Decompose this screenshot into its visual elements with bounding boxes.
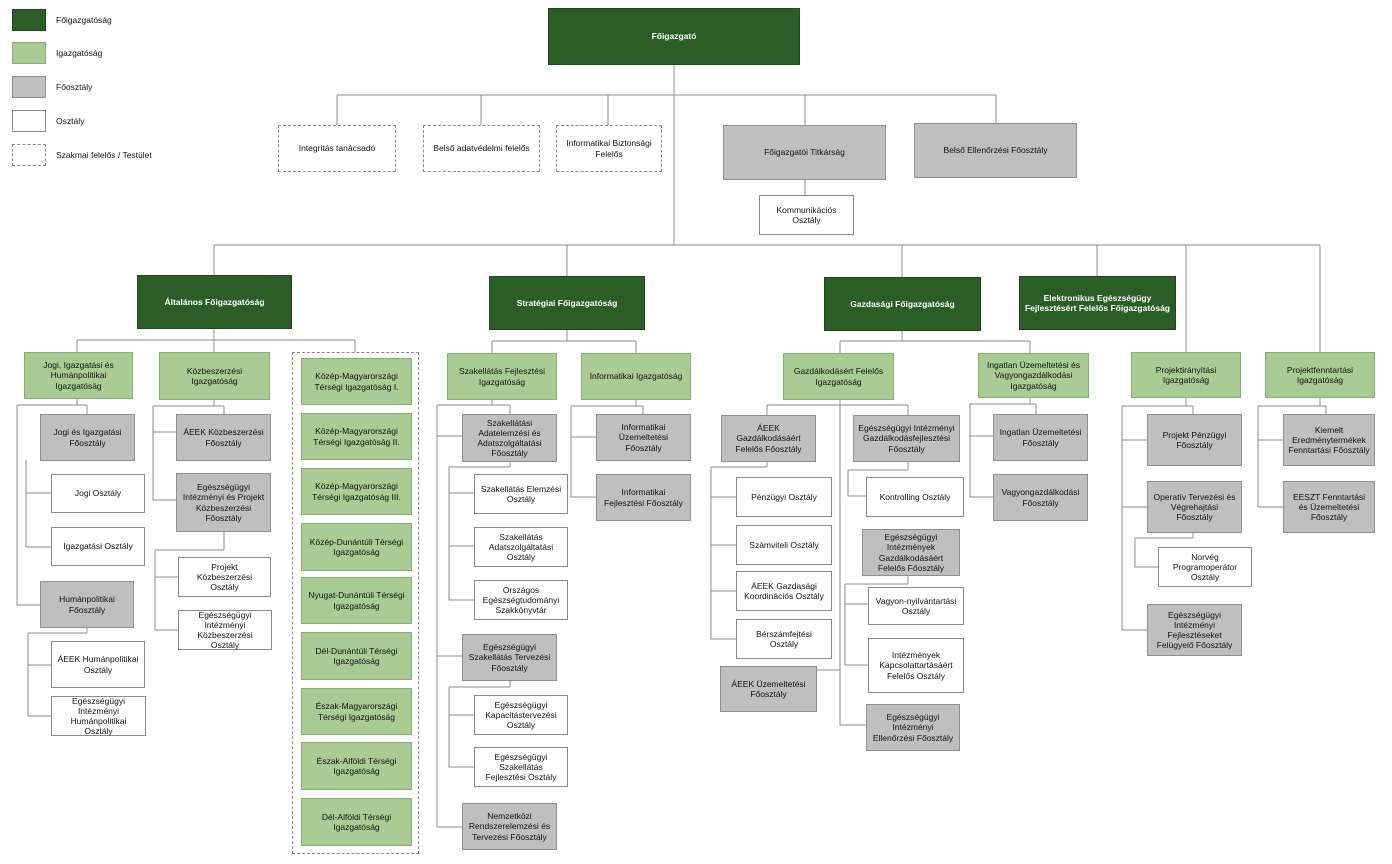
eeszt-fenntartasi-foosztaly-box: EESZT Fenntartási és Üzemeltetési Főoszt… [1283, 481, 1375, 533]
aeek-humanpolitikai-box: ÁEEK Humánpolitikai Osztály [51, 641, 145, 688]
szakellatas-elemzesi-osztaly-box: Szakellátás Elemzési Osztály [474, 474, 568, 514]
eu-intezmenyi-kozbeszerzesi-osztaly-box: Egészségügyi Intézményi Közbeszerzési Os… [178, 610, 272, 650]
altalanos-foigazgatosag-box: Általános Főigazgatóság [137, 275, 292, 329]
eu-intezmenyek-gazdalkodasaert-foosztaly-box: Egészségügyi Intézmények Gazdálkodásáért… [862, 529, 960, 576]
legend-swatch-osztaly [12, 110, 46, 132]
legend-swatch-szakmai [12, 144, 46, 166]
gazdasagi-foigazgatosag-box: Gazdasági Főigazgatóság [824, 277, 981, 331]
eu-intezmenyi-ellenorzesi-foosztaly-box: Egészségügyi Intézményi Ellenőrzési Főos… [866, 704, 960, 751]
tersegi-igazgatosag-box: Közép-Dunántúli Térségi Igazgatóság [301, 523, 412, 571]
titkarsag-box: Főigazgatói Titkárság [723, 125, 886, 180]
legend-label-szakmai: Szakmai felelős / Testület [56, 150, 152, 160]
szakellatas-fejlesztesi-igazgatosag-box: Szakellátás Fejlesztési Igazgatóság [447, 353, 557, 400]
aeek-gazdasagi-koordinacios-osztaly-box: ÁEEK Gazdasági Koordinációs Osztály [736, 571, 832, 611]
szamviteli-osztaly-box: Számviteli Osztály [736, 525, 832, 565]
elektronikus-foigazgatosag-box: Elektronikus Egészségügy Fejlesztésért F… [1019, 276, 1176, 330]
legend-label-foosztaly: Főosztály [56, 82, 93, 92]
tersegi-igazgatosag-box: Közép-Magyarországi Térségi Igazgatóság … [301, 358, 412, 405]
nemzetkozi-foosztaly-box: Nemzetközi Rendszerelemzési és Tervezési… [462, 803, 557, 850]
gazdalkodasert-felelos-igazgatosag-box: Gazdálkodásért Felelős Igazgatóság [783, 353, 894, 400]
tersegi-igazgatosag-box: Észak-Alföldi Térségi Igazgatóság [301, 742, 412, 790]
adatvedelmi-box: Belső adatvédelmi felelős [423, 125, 540, 172]
aeek-gazdalkodasaert-foosztaly-box: ÁEEK Gazdálkodásáért Felelős Főosztály [721, 415, 816, 462]
szakellatas-adatszolgaltatasi-osztaly-box: Szakellátás Adatszolgáltatási Osztály [474, 527, 568, 567]
ingatlan-igazgatosag-box: Ingatlan Üzemeltetési és Vagyongazdálkod… [978, 353, 1089, 398]
projekt-penzugyi-foosztaly-box: Projekt Pénzügyi Főosztály [1147, 414, 1242, 466]
legend-label-osztaly: Osztály [56, 116, 85, 126]
jogi-osztaly-box: Jogi Osztály [51, 474, 145, 513]
eu-szakellatas-tervezesi-foosztaly-box: Egészségügyi Szakellátás Tervezési Főosz… [462, 634, 557, 681]
legend-label-foigazgatosag: Főigazgatóság [56, 15, 112, 25]
jogi-igazgatosag-box: Jogi, Igazgatási és Humánpolitikai Igazg… [24, 352, 133, 399]
tersegi-igazgatosag-box: Közép-Magyarországi Térségi Igazgatóság … [301, 468, 412, 515]
szakellatasi-adatelemzesi-foosztaly-box: Szakellátási Adatelemzési és Adatszolgál… [462, 414, 557, 462]
belso-ellenorzesi-box: Belső Ellenőrzési Főosztály [914, 123, 1077, 178]
operativ-tervezesi-foosztaly-box: Operatív Tervezési és Végrehajtási Főosz… [1147, 481, 1242, 533]
vagyon-nyilvantartasi-osztaly-box: Vagyon-nyilvántartási Osztály [868, 587, 964, 625]
vagyongazdalkodasi-foosztaly-box: Vagyongazdálkodási Főosztály [993, 474, 1088, 521]
kiemelt-eredmenytermekek-foosztaly-box: Kiemelt Eredménytermékek Fenntartási Főo… [1283, 414, 1375, 466]
informatikai-igazgatosag-box: Informatikai Igazgatóság [581, 353, 691, 400]
legend-swatch-foigazgatosag [12, 9, 46, 31]
aeek-uzemeltetesi-foosztaly-box: ÁEEK Üzemeltetési Főosztály [720, 666, 817, 712]
norveg-programoperator-osztaly-box: Norvég Programoperátor Osztály [1158, 547, 1252, 587]
tersegi-igazgatosag-box: Észak-Magyarországi Térségi Igazgatóság [301, 688, 412, 735]
tersegi-igazgatosag-box: Dél-Alföldi Térségi Igazgatóság [301, 798, 412, 846]
legend-swatch-foosztaly [12, 76, 46, 98]
igazgatasi-osztaly-box: Igazgatási Osztály [51, 527, 145, 566]
aeek-kozbeszerzesi-box: ÁEEK Közbeszerzési Főosztály [176, 414, 271, 461]
informatikai-uzemeltetesi-foosztaly-box: Informatikai Üzemeltetési Főosztály [596, 414, 691, 461]
ingatlan-uzemeltetesi-foosztaly-box: Ingatlan Üzemeltetési Főosztály [993, 414, 1088, 461]
tersegi-igazgatosag-box: Közép-Magyarországi Térségi Igazgatóság … [301, 413, 412, 460]
projekt-kozbeszerzesi-osztaly-box: Projekt Közbeszerzési Osztály [178, 557, 271, 597]
orszagos-szakkonyvtar-box: Országos Egészségtudományi Szakkönyvtár [474, 580, 568, 620]
eu-humanpolitikai-box: Egészségügyi Intézményi Humánpolitikai O… [51, 696, 146, 736]
berszamfejtesi-osztaly-box: Bérszámfejtési Osztály [736, 619, 832, 659]
foigazgato-box: Főigazgató [548, 8, 800, 65]
infobiz-box: Informatikai Biztonsági Felelős [556, 125, 662, 172]
eu-projekt-kozbeszerzesi-box: Egészségügyi Intézményi és Projekt Közbe… [176, 473, 271, 532]
kontrolling-osztaly-box: Kontrolling Osztály [866, 477, 964, 517]
eu-kapacitastervezesi-osztaly-box: Egészségügyi Kapacitástervezési Osztály [474, 695, 568, 735]
projektfenntartasi-igazgatosag-box: Projektfenntartási Igazgatóság [1265, 352, 1375, 398]
eu-fejleszteseket-felugyelo-foosztaly-box: Egészségügyi Intézményi Fejlesztéseket F… [1147, 604, 1242, 656]
strategiai-foigazgatosag-box: Stratégiai Főigazgatóság [489, 276, 645, 330]
intezmenyek-kapcsolattartasi-osztaly-box: Intézmények Kapcsolattartásáért Felelős … [868, 638, 964, 693]
legend-swatch-igazgatosag [12, 42, 46, 64]
informatikai-fejlesztesi-foosztaly-box: Informatikai Fejlesztési Főosztály [596, 474, 691, 521]
integritas-box: Integritás tanácsadó [278, 125, 396, 172]
eu-intezmenyi-gazdalkodasfejlesztesi-foosztaly-box: Egészségügyi Intézményi Gazdálkodásfejle… [853, 415, 960, 462]
humanpolitikai-foosztaly-box: Humánpolitikai Főosztály [40, 581, 134, 628]
penzugyi-osztaly-box: Pénzügyi Osztály [736, 477, 832, 517]
kommunikacio-box: Kommunikációs Osztály [759, 195, 854, 235]
jogi-foosztaly-box: Jogi és Igazgatási Főosztály [40, 414, 135, 461]
legend-label-igazgatosag: Igazgatóság [56, 48, 103, 58]
eu-szakellatas-fejlesztesi-osztaly-box: Egészségügyi Szakellátás Fejlesztési Osz… [474, 747, 568, 787]
tersegi-igazgatosag-box: Nyugat-Dunántúli Térségi Igazgatóság [301, 577, 412, 624]
tersegi-igazgatosag-box: Dél-Dunántúli Térségi Igazgatóság [301, 632, 412, 680]
tersegi-igazgatosagok-frame [292, 352, 419, 854]
projektiranyitasi-igazgatosag-box: Projektirányítási Igazgatóság [1131, 352, 1241, 398]
kozbeszerzesi-igazgatosag-box: Közbeszerzési Igazgatóság [159, 352, 270, 400]
